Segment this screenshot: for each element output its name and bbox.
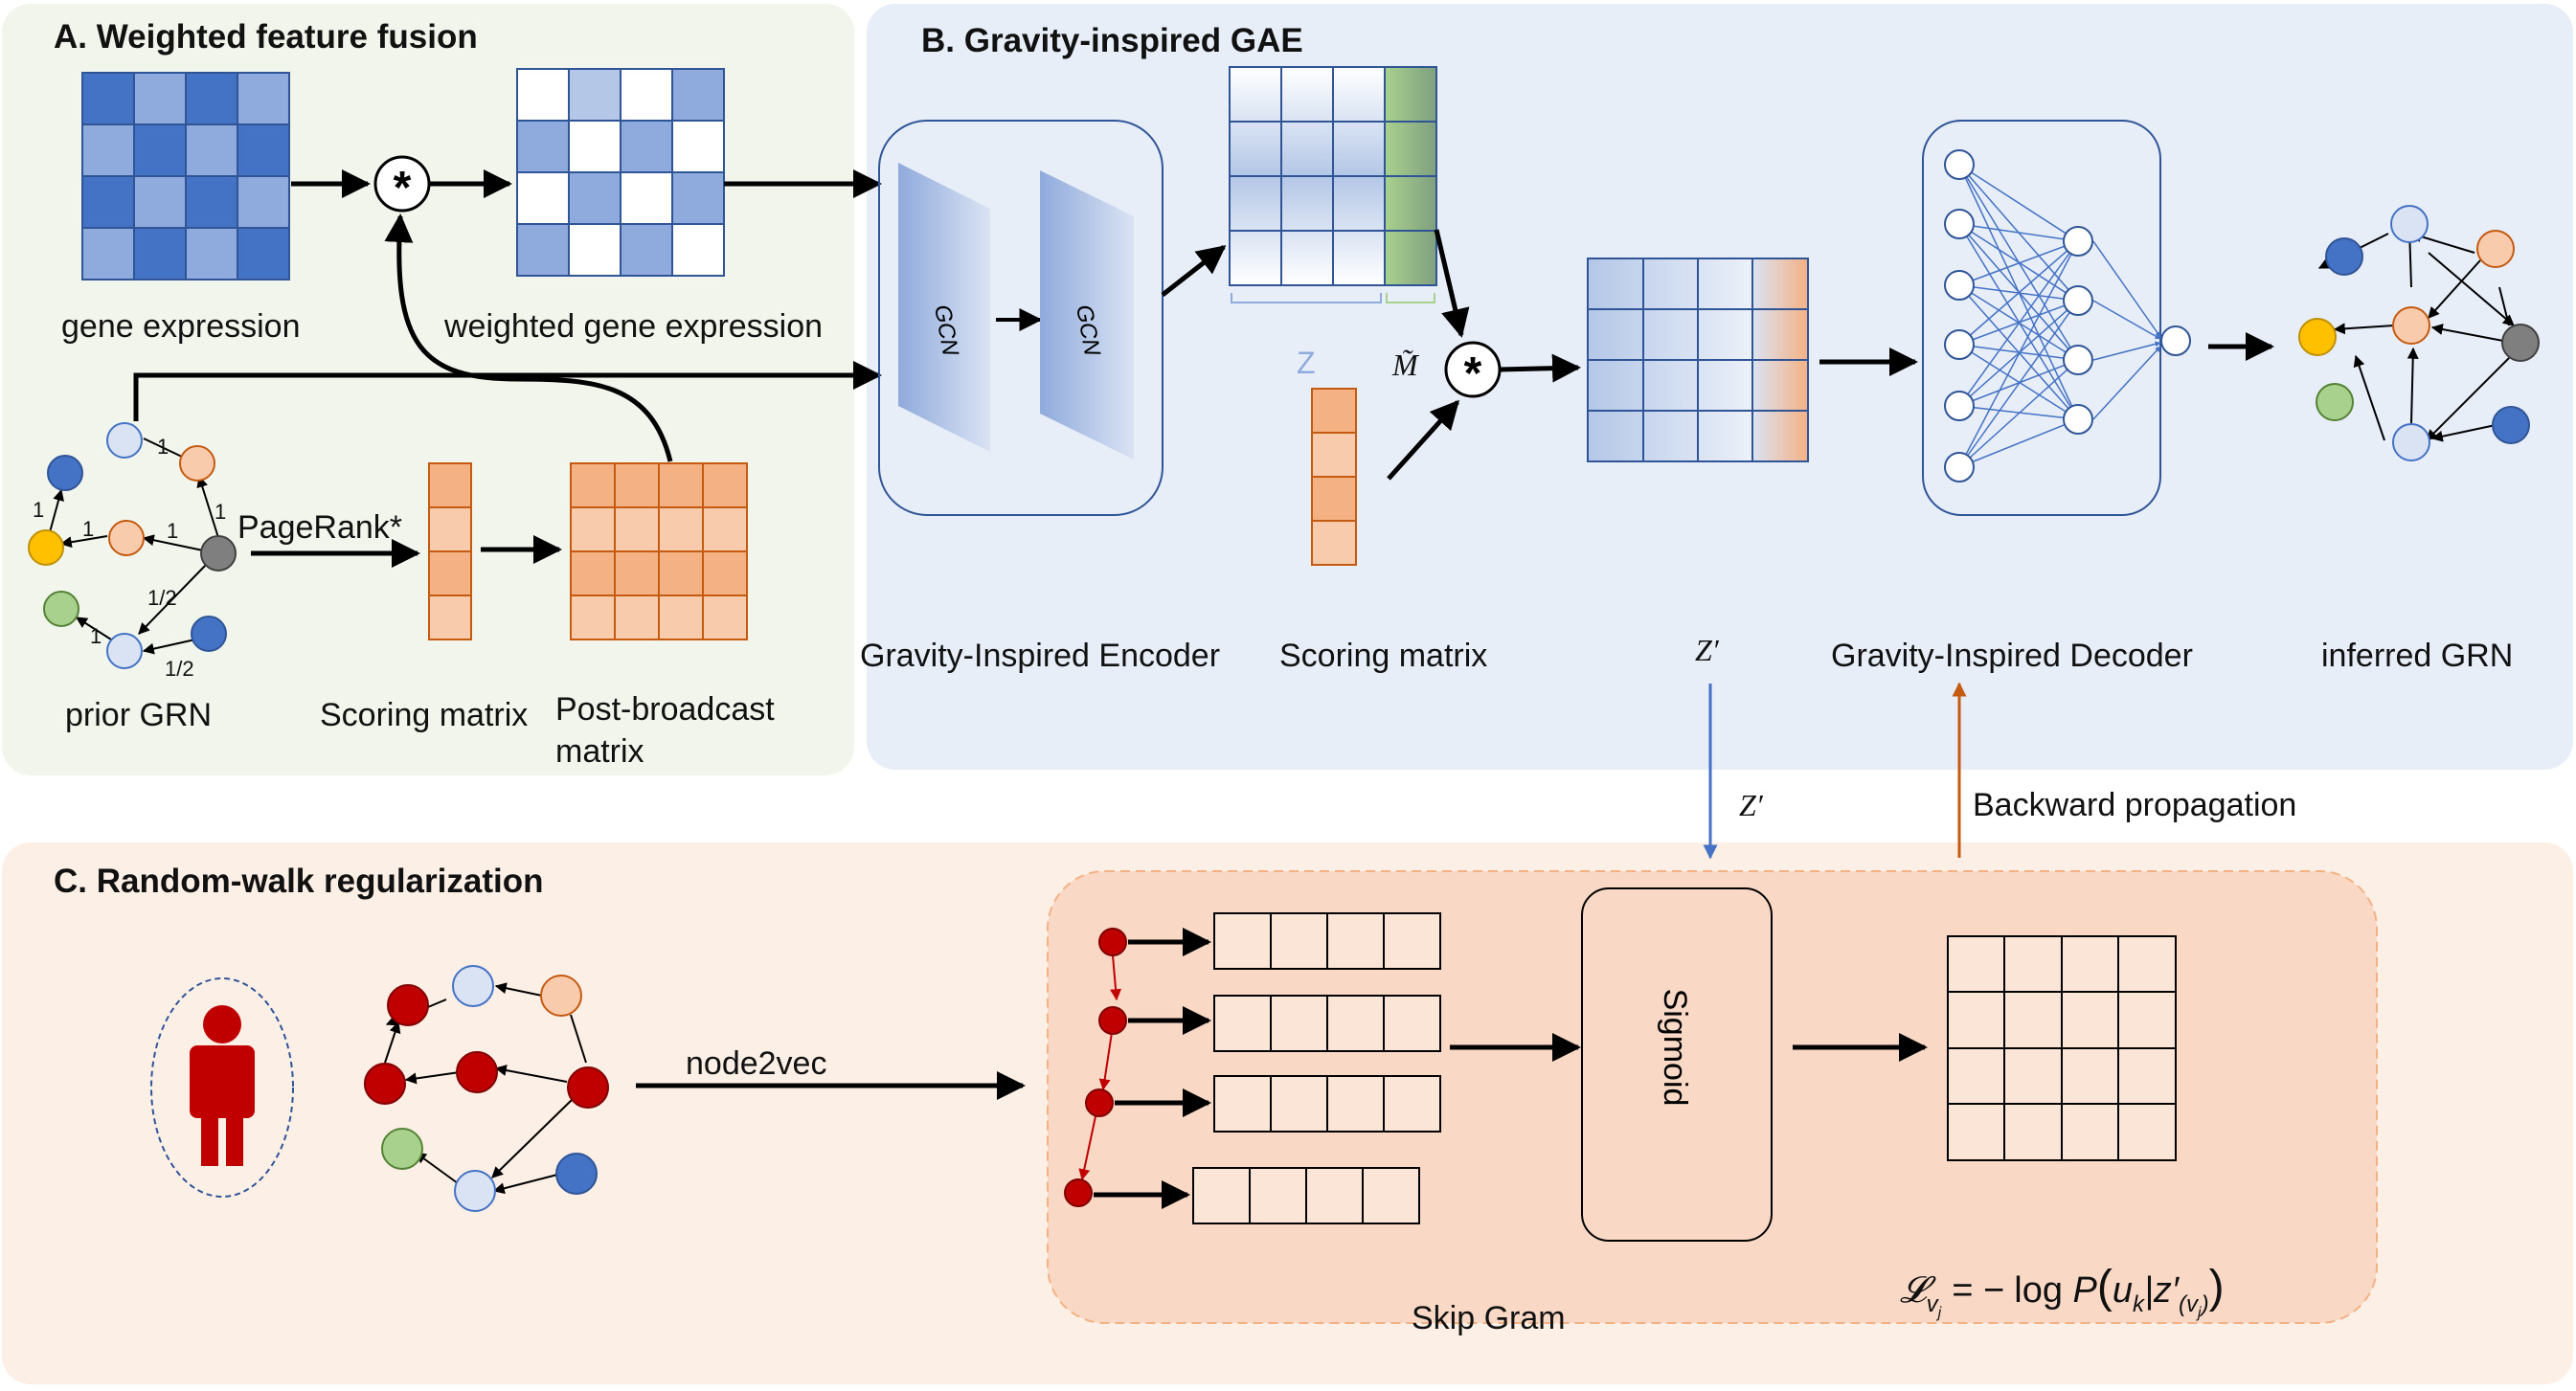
multiply-symbol-b: * [1464,348,1482,399]
weighted-gene-expression-label: weighted gene expression [443,308,823,345]
post-broadcast-label-line1: Post-broadcast [555,691,775,728]
panel-a-title: A. Weighted feature fusion [54,18,478,56]
z-bracket [1231,293,1382,303]
edge-weight-8: 1/2 [165,657,194,681]
arrow-prior-grn-to-encoder [133,361,882,421]
panel-b-title: B. Gravity-inspired GAE [921,22,1303,59]
weighted-gene-expression-matrix [516,68,725,277]
sigmoid-label: Sigmoid [1657,989,1693,1107]
edge-weight-4: 1 [82,517,94,541]
edge-weight-1: 1 [157,435,169,459]
gcn-layer-1 [898,163,990,452]
z-label: Z [1297,346,1316,380]
edge-weight-7: 1 [90,624,102,648]
prior-grn-label: prior GRN [65,697,212,733]
edge-weight-2: 1 [215,500,226,524]
arrow-multiply-to-zprime [1499,353,1581,383]
scoring-matrix-a [428,462,472,640]
node2vec-label: node2vec [686,1045,826,1082]
loss-formula: 𝓛vj = − log P(uk|z′(vj)) [1900,1262,2225,1321]
random-walk-network [364,965,609,1212]
z-prime-label-b: Z′ [1695,633,1720,667]
sigmoid-box[interactable] [1581,887,1773,1242]
arrow-z-to-multiply [1434,229,1470,338]
z-matrix [1229,66,1437,286]
decoder-label: Gravity-Inspired Decoder [1831,638,2193,674]
scoring-matrix-b [1311,388,1357,566]
person-icon [190,1005,255,1166]
svg-text:𝓛vj = − log P(uk|z′(vj)): 𝓛vj = − log P(uk|z′(vj)) [1900,1262,2225,1321]
edge-weight-6: 1/2 [147,586,177,610]
prior-grn-network [28,422,237,669]
z-prime-matrix [1587,258,1809,462]
skip-gram-label: Skip Gram [1412,1300,1566,1336]
inferred-grn-network [2298,205,2540,461]
arrow-scoring-to-multiply [1387,399,1460,481]
scoring-matrix-a-label: Scoring matrix [320,697,528,733]
pagerank-label: PageRank* [237,509,402,546]
inferred-grn-label: inferred GRN [2321,638,2513,674]
panel-c-title: C. Random-walk regularization [54,863,543,900]
encoder-label: Gravity-Inspired Encoder [860,638,1220,674]
decoder-box [1922,120,2161,516]
encoder-box [878,120,1164,516]
output-grid [1947,935,2177,1161]
m-tilde-bracket [1386,293,1435,303]
person-ellipse [150,977,294,1198]
scoring-matrix-b-label: Scoring matrix [1279,638,1487,674]
post-broadcast-label-line2: matrix [555,733,644,770]
backward-propagation-label: Backward propagation [1973,787,2296,823]
m-tilde-label: M̃ [1391,348,1420,382]
walk-sequence [1064,928,1211,1209]
edge-weight-3: 1 [167,519,178,543]
decoder-neural-net [1958,164,2161,468]
post-broadcast-matrix [570,462,748,640]
multiply-symbol-a: * [394,163,412,213]
gcn-layer-2 [1040,170,1134,460]
embedding-rows [1192,912,1441,1224]
edge-weight-5: 1 [33,498,44,522]
decoder-neurons [1944,149,2191,482]
arrow-broadcast-to-multiply [384,213,673,462]
z-prime-arrow-label: Z′ [1739,788,1764,822]
arrow-encoder-to-z [1161,245,1227,297]
gene-expression-matrix [81,72,290,280]
gene-expression-label: gene expression [61,308,301,345]
